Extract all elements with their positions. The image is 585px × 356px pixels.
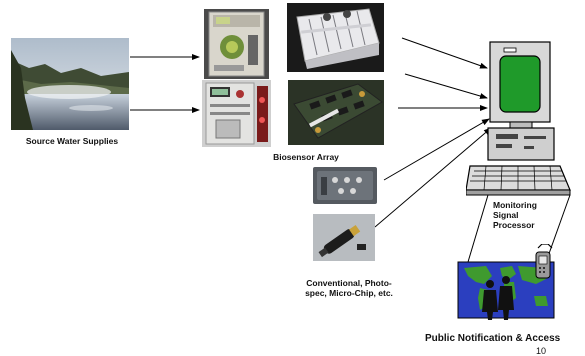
biosensor-box-photo	[287, 3, 384, 72]
monitoring-label: Monitoring Signal Processor	[493, 200, 537, 231]
page-number: 10	[536, 346, 547, 356]
source-water-label: Source Water Supplies	[25, 136, 119, 146]
biosensor-array-label: Biosensor Array	[273, 152, 339, 162]
conventional-label-line-1: Conventional, Photo-	[306, 278, 392, 288]
monitoring-label-line-2: Signal	[493, 210, 519, 221]
probe-photo	[313, 214, 375, 261]
public-notification-illustration	[456, 244, 562, 320]
microchip-photo	[313, 167, 377, 204]
river-photo	[11, 38, 129, 130]
water-analyzer-photo-1	[204, 9, 269, 79]
monitoring-label-line-3: Processor	[493, 220, 535, 231]
conventional-label: Conventional, Photo- spec, Micro-Chip, e…	[290, 278, 408, 298]
water-analyzer-photo-2	[202, 80, 271, 147]
people-icon	[482, 276, 514, 320]
public-notification-label: Public Notification & Access	[425, 333, 561, 344]
phone-icon	[535, 244, 553, 279]
computer-icon	[466, 40, 578, 198]
biosensor-board-photo	[288, 80, 384, 145]
monitoring-label-line-1: Monitoring	[493, 200, 537, 210]
conventional-label-line-2: spec, Micro-Chip, etc.	[305, 288, 393, 299]
